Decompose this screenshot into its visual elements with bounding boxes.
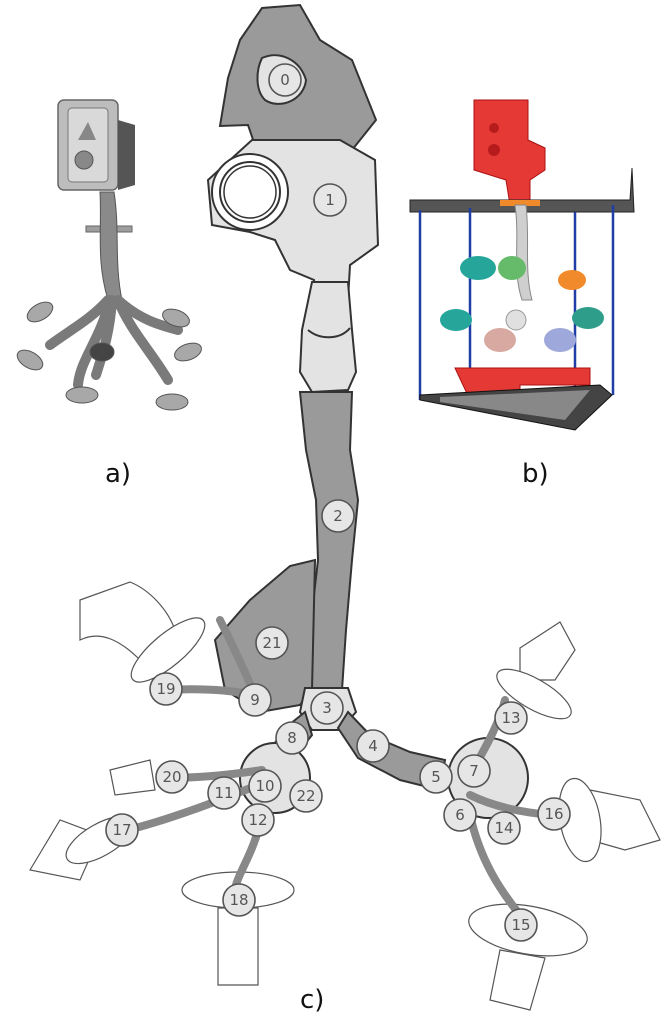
segment-12: 12	[241, 803, 275, 837]
svg-text:22: 22	[296, 787, 315, 805]
svg-text:5: 5	[431, 768, 441, 786]
segment-6: 6	[443, 798, 477, 832]
panel-b-model	[409, 99, 635, 431]
svg-text:18: 18	[229, 891, 248, 909]
panel-c-airway	[206, 3, 529, 819]
svg-text:7: 7	[469, 762, 479, 780]
svg-text:16: 16	[544, 805, 563, 823]
svg-text:10: 10	[255, 777, 274, 795]
segment-13: 13	[494, 701, 528, 735]
svg-text:14: 14	[494, 819, 513, 837]
segment-7: 7	[457, 754, 491, 788]
svg-text:19: 19	[156, 680, 175, 698]
panel-b-label: b)	[522, 459, 549, 489]
segment-18: 18	[222, 883, 256, 917]
segment-14: 14	[487, 811, 521, 845]
segment-8: 8	[275, 721, 309, 755]
segment-4: 4	[356, 729, 390, 763]
segment-10: 10	[248, 769, 282, 803]
svg-text:13: 13	[501, 709, 520, 727]
svg-text:1: 1	[325, 191, 335, 209]
svg-text:11: 11	[214, 784, 233, 802]
svg-text:12: 12	[248, 811, 267, 829]
svg-text:21: 21	[262, 634, 281, 652]
segment-5: 5	[419, 760, 453, 794]
svg-text:6: 6	[455, 806, 465, 824]
panel-a-label: a)	[105, 459, 131, 489]
svg-text:8: 8	[287, 729, 297, 747]
svg-text:17: 17	[112, 821, 131, 839]
segment-11: 11	[207, 776, 241, 810]
panel-a-model	[16, 99, 202, 411]
panel-c-label: c)	[300, 985, 324, 1015]
svg-text:15: 15	[511, 916, 530, 934]
segment-9: 9	[238, 683, 272, 717]
svg-text:2: 2	[333, 507, 343, 525]
segment-labels: 0 1 2 3 4 5 6 7 8 9 10 11 12 13 14 15 16…	[105, 63, 571, 942]
svg-text:4: 4	[368, 737, 378, 755]
segment-16: 16	[537, 797, 571, 831]
segment-2: 2	[321, 499, 355, 533]
segment-0: 0	[268, 63, 302, 97]
svg-text:0: 0	[280, 71, 290, 89]
segment-22: 22	[289, 779, 323, 813]
segment-21: 21	[255, 626, 289, 660]
svg-text:20: 20	[162, 768, 181, 786]
svg-text:9: 9	[250, 691, 260, 709]
segment-3: 3	[310, 691, 344, 725]
segment-17: 17	[105, 813, 139, 847]
panel-c-cups	[29, 581, 661, 1011]
segment-1: 1	[313, 183, 347, 217]
svg-text:3: 3	[322, 699, 332, 717]
segment-20: 20	[155, 760, 189, 794]
segment-15: 15	[504, 908, 538, 942]
segment-19: 19	[149, 672, 183, 706]
